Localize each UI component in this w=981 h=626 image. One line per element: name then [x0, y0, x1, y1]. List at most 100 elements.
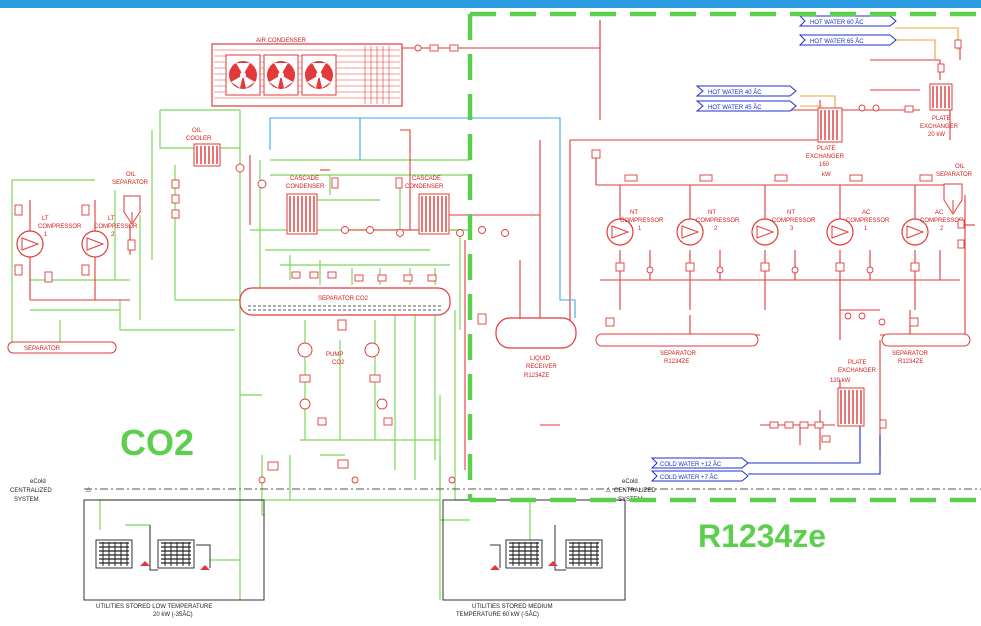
- svg-text:COMPRESSOR: COMPRESSOR: [94, 224, 138, 230]
- svg-text:SEPARATOR: SEPARATOR: [892, 351, 929, 357]
- fan-icon: [263, 54, 299, 96]
- svg-text:AC: AC: [935, 210, 944, 216]
- svg-text:SEPARATOR: SEPARATOR: [24, 346, 61, 352]
- ecold-left-label: eCold CENTRALIZED SYSTEM: [10, 479, 52, 503]
- utilities-low-temperature: UTILITIES STORED LOW TEMPERATURE 20 kW (…: [83, 499, 265, 618]
- evaporator-fan-icon: [565, 539, 603, 569]
- svg-text:CO2: CO2: [332, 360, 345, 366]
- refrigerant-piping: [29, 20, 975, 470]
- svg-text:TEMPERATURE 60 kW (-5ÂC): TEMPERATURE 60 kW (-5ÂC): [456, 611, 539, 618]
- svg-text:UTILITIES STORED LOW TEMPERATU: UTILITIES STORED LOW TEMPERATURE: [96, 604, 212, 610]
- air-condenser-label: AIR CONDENSER: [256, 38, 307, 44]
- r1234ze-region-label: R1234ze: [698, 518, 826, 554]
- evaporator-fan-icon: [95, 539, 133, 569]
- svg-text:2: 2: [111, 232, 115, 238]
- hot-water-60-tag: HOT WATER 60 ÂC: [798, 15, 897, 27]
- valve-group: [14, 39, 965, 484]
- svg-text:PLATE: PLATE: [817, 146, 836, 152]
- co2-region-label: CO2: [120, 422, 194, 463]
- svg-text:RECEIVER: RECEIVER: [526, 364, 557, 370]
- svg-text:eCold: eCold: [30, 479, 46, 485]
- svg-text:SYSTEM: SYSTEM: [14, 497, 39, 503]
- svg-text:EXCHANGER: EXCHANGER: [806, 154, 845, 160]
- r1234ze-boundary: [467, 11, 981, 503]
- svg-text:1: 1: [864, 226, 868, 232]
- svg-text:CASCADE: CASCADE: [412, 176, 441, 182]
- water-lines: [748, 27, 959, 475]
- svg-text:kW: kW: [822, 172, 831, 178]
- nt-compressor-1: NT COMPRESSOR 1: [606, 210, 664, 246]
- evaporator-fan-icon: [505, 539, 543, 569]
- svg-text:3: 3: [790, 226, 794, 232]
- svg-text:NT: NT: [787, 210, 795, 216]
- oil-cooler: OIL COOLER: [186, 128, 221, 167]
- svg-text:SEPARATOR: SEPARATOR: [660, 351, 697, 357]
- utilities-medium-temperature: UTILITIES STORED MEDIUM TEMPERATURE 60 k…: [442, 499, 626, 618]
- oil-cooler-label: OIL: [192, 128, 202, 134]
- cold-water-7-tag: COLD WATER +7 ÂC: [650, 470, 749, 482]
- cascade-condenser-1: CASCADE CONDENSER: [286, 176, 325, 235]
- svg-text:PUMP: PUMP: [326, 352, 343, 358]
- svg-text:COLD WATER +7 ÂC: COLD WATER +7 ÂC: [660, 474, 719, 481]
- separator-r1234ze-2: SEPARATOR R1234ZE: [881, 333, 971, 365]
- top-border: [0, 0, 981, 8]
- svg-text:AC: AC: [862, 210, 871, 216]
- ecold-marker-left: △: [86, 487, 91, 493]
- svg-text:CENTRALIZED: CENTRALIZED: [10, 488, 52, 494]
- lt-compressor-2: LT COMPRESSOR 2: [81, 216, 138, 258]
- plate-exchanger-120: PLATE EXCHANGER 120 kW: [830, 360, 877, 427]
- svg-text:CASCADE: CASCADE: [290, 176, 319, 182]
- svg-text:20 kW (-35ÂC): 20 kW (-35ÂC): [153, 611, 193, 618]
- pump-co2: PUMP CO2: [297, 342, 380, 366]
- ac-compressor-2: AC COMPRESSOR 2: [901, 210, 964, 246]
- svg-text:LIQUID: LIQUID: [530, 356, 551, 362]
- svg-text:LT: LT: [108, 216, 115, 222]
- hot-water-65-tag: HOT WATER 65 ÂC: [798, 34, 897, 46]
- air-condenser: AIR CONDENSER: [211, 38, 403, 107]
- evaporator-fan-icon: [157, 539, 195, 569]
- hot-water-45-tag: HOT WATER 45 ÂC: [695, 100, 797, 112]
- svg-text:NT: NT: [630, 210, 638, 216]
- ecold-marker-right: △: [606, 487, 611, 493]
- svg-text:COMPRESSOR: COMPRESSOR: [920, 218, 964, 224]
- svg-text:2: 2: [940, 226, 944, 232]
- svg-text:R1234ZE: R1234ZE: [524, 373, 549, 379]
- svg-text:EXCHANGER: EXCHANGER: [920, 124, 959, 130]
- svg-text:OIL: OIL: [126, 172, 136, 178]
- ac-compressor-1: AC COMPRESSOR 1: [826, 210, 890, 246]
- svg-text:CENTRALIZED: CENTRALIZED: [614, 488, 656, 494]
- svg-text:PLATE: PLATE: [932, 116, 951, 122]
- svg-text:COMPRESSOR: COMPRESSOR: [38, 224, 82, 230]
- lt-compressor-1: LT COMPRESSOR 1: [16, 216, 82, 258]
- plate-exchanger-20: PLATE EXCHANGER 20 kW: [920, 83, 959, 138]
- oil-separator-left: OIL SEPARATOR: [112, 172, 149, 225]
- separator-co2: SEPARATOR CO2: [239, 287, 451, 316]
- svg-text:2: 2: [714, 226, 718, 232]
- separator-left: SEPARATOR: [7, 341, 117, 354]
- svg-text:CONDENSER: CONDENSER: [405, 184, 444, 190]
- suction-line: [269, 117, 576, 318]
- svg-text:COMPRESSOR: COMPRESSOR: [846, 218, 890, 224]
- svg-text:NT: NT: [708, 210, 716, 216]
- fan-icon: [225, 54, 261, 96]
- svg-text:OIL: OIL: [955, 164, 965, 170]
- liquid-receiver: LIQUID RECEIVER R1234ZE: [495, 317, 577, 379]
- svg-text:HOT WATER 60 ÂC: HOT WATER 60 ÂC: [810, 19, 864, 26]
- svg-text:HOT WATER 45 ÂC: HOT WATER 45 ÂC: [708, 104, 762, 111]
- co2-piping: [11, 109, 540, 600]
- svg-text:HOT WATER 65 ÂC: HOT WATER 65 ÂC: [810, 38, 864, 45]
- svg-text:eCold: eCold: [622, 479, 638, 485]
- nt-compressor-2: NT COMPRESSOR 2: [676, 210, 740, 246]
- nt-compressor-3: NT COMPRESSOR 3: [751, 210, 816, 246]
- svg-text:20 kW: 20 kW: [928, 132, 945, 138]
- svg-text:SEPARATOR CO2: SEPARATOR CO2: [318, 296, 369, 302]
- plate-exchanger-160: PLATE EXCHANGER 160 kW: [806, 107, 845, 178]
- svg-text:R1234ZE: R1234ZE: [664, 359, 689, 365]
- cold-water-12-tag: COLD WATER +12 ÂC: [650, 457, 749, 469]
- svg-text:COMPRESSOR: COMPRESSOR: [696, 218, 740, 224]
- svg-text:EXCHANGER: EXCHANGER: [838, 368, 877, 374]
- svg-text:1: 1: [638, 226, 642, 232]
- svg-text:COOLER: COOLER: [186, 136, 212, 142]
